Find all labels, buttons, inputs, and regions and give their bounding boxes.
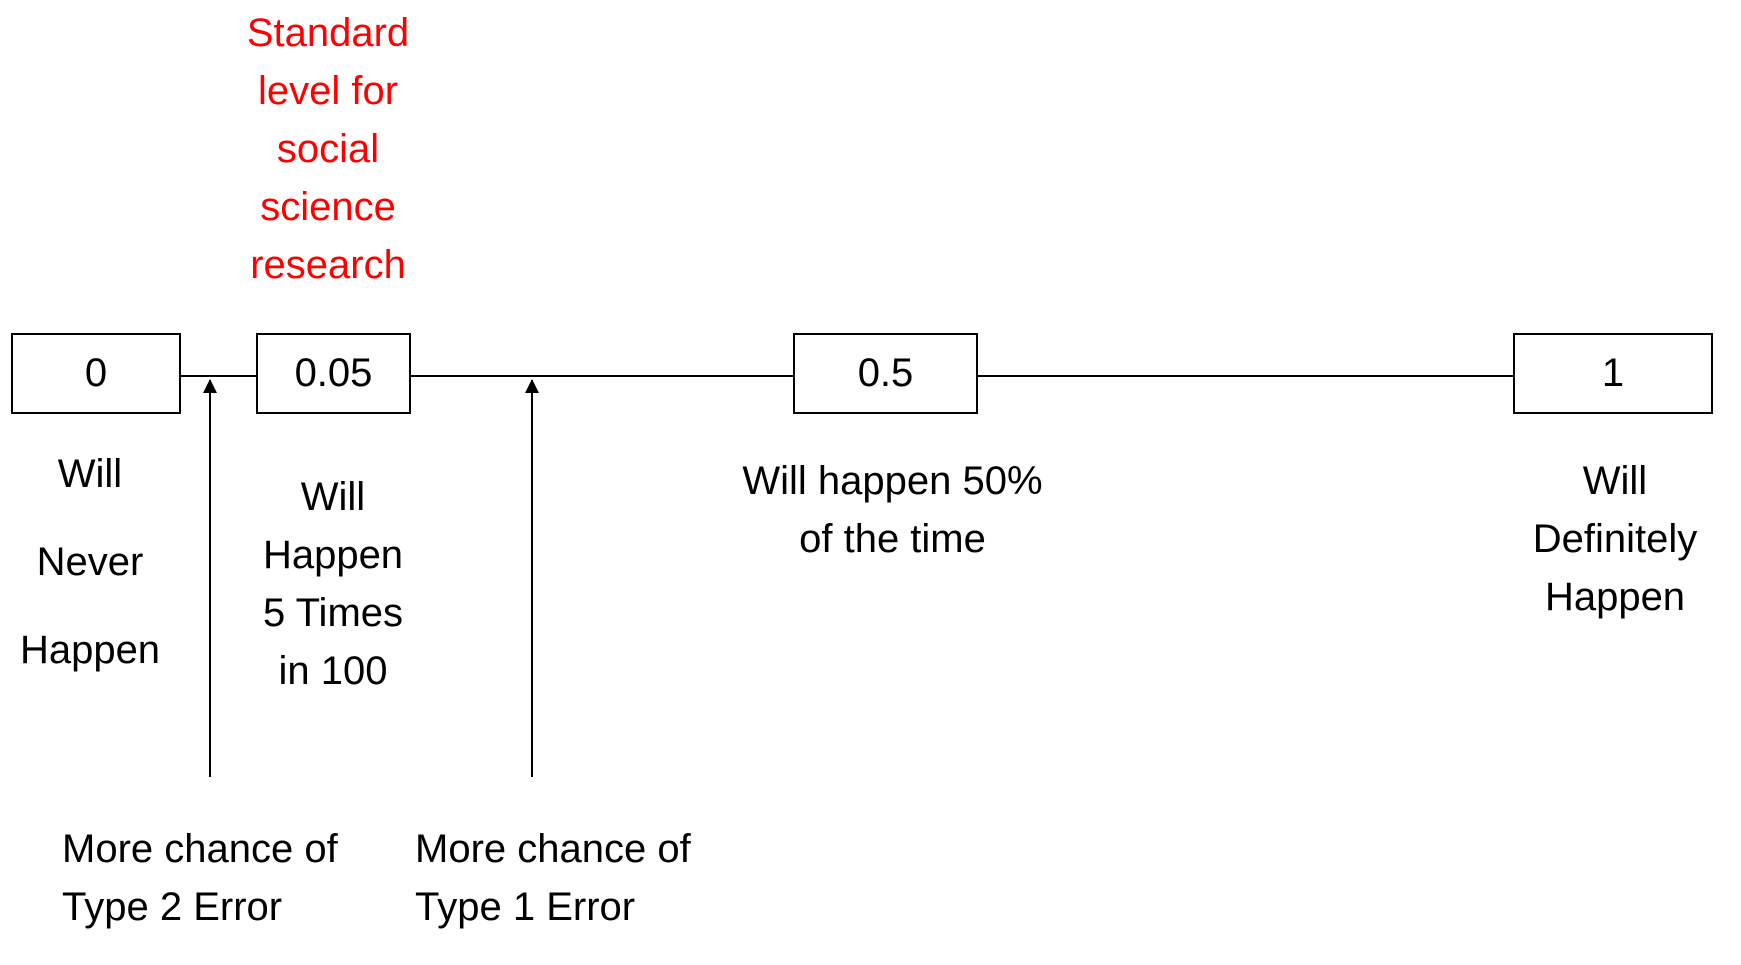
description-0: Will Never Happen: [19, 452, 161, 672]
type1-error-annotation: More chance of Type 1 Error: [415, 827, 691, 929]
description-05: Will happen 50% of the time: [742, 459, 1043, 561]
description-005: Will Happen 5 Times in 100: [262, 475, 404, 693]
value-box-0: 0: [11, 333, 181, 414]
value-box-005: 0.05: [256, 333, 411, 414]
description-1: Will Definitely Happen: [1532, 459, 1698, 619]
type2-error-annotation: More chance of Type 2 Error: [62, 827, 338, 929]
arrowhead-type1: [525, 379, 539, 393]
value-label-0: 0: [84, 351, 108, 395]
arrowhead-type2: [203, 379, 217, 393]
value-label-1: 1: [1601, 351, 1625, 395]
standard-level-note: Standard level for social science resear…: [246, 11, 410, 287]
value-box-05: 0.5: [793, 333, 978, 414]
value-label-05: 0.5: [857, 351, 914, 395]
value-label-005: 0.05: [294, 351, 373, 395]
value-box-1: 1: [1513, 333, 1713, 414]
